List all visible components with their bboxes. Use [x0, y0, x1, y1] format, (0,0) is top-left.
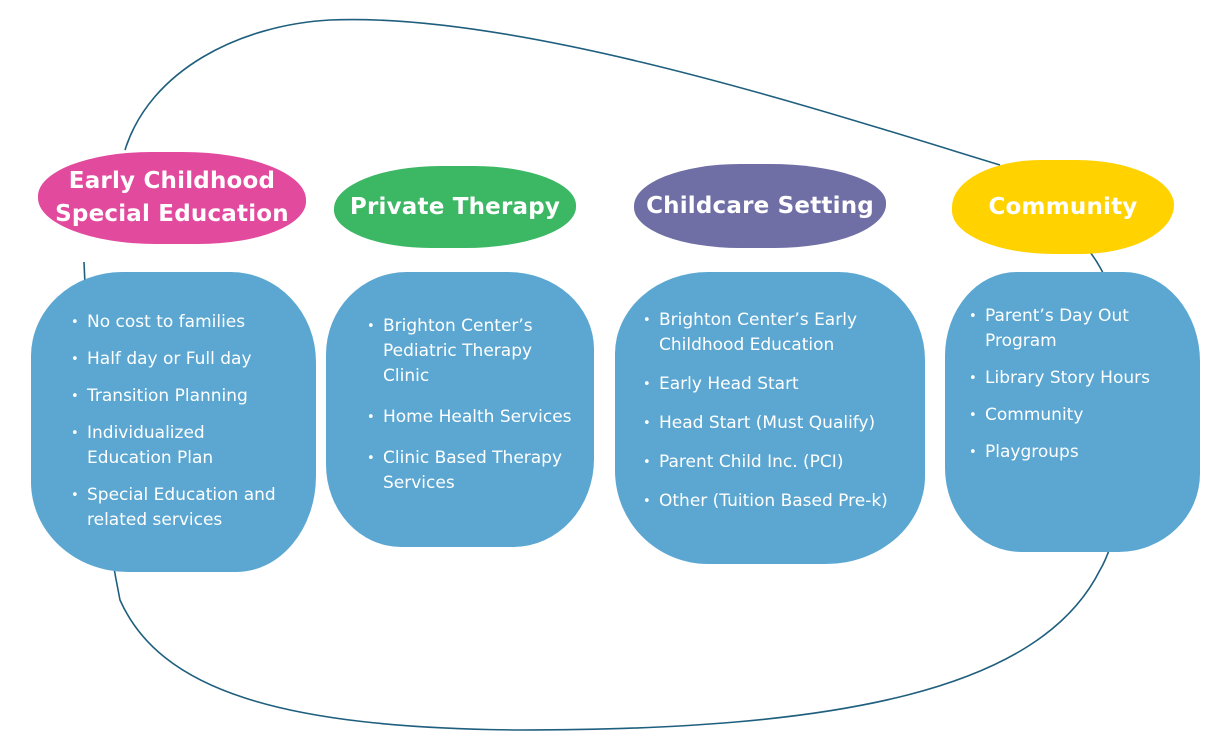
list-item: Home Health Services	[367, 405, 594, 430]
list-item: Other (Tuition Based Pre-k)	[643, 489, 925, 514]
header-private-therapy: Private Therapy	[334, 166, 576, 248]
header-line: Community	[988, 193, 1138, 220]
list-item: Parent Child Inc. (PCI)	[643, 450, 925, 475]
header-line: Special Education	[55, 201, 289, 227]
header-community: Community	[952, 160, 1174, 254]
list-item: Early Head Start	[643, 372, 925, 397]
list-item: Half day or Full day	[71, 347, 316, 372]
list-item: No cost to families	[71, 310, 316, 335]
header-line: Childcare Setting	[646, 192, 874, 219]
list-item: Head Start (Must Qualify)	[643, 411, 925, 436]
list-item: Transition Planning	[71, 384, 316, 409]
header-line: Early Childhood	[68, 168, 276, 194]
header-line: Private Therapy	[349, 193, 561, 220]
list-item: Community	[969, 403, 1200, 428]
header-childcare-setting: Childcare Setting	[634, 164, 886, 248]
list-item: Library Story Hours	[969, 366, 1200, 391]
header-early-childhood-special-education: Early Childhood Special Education	[38, 152, 306, 244]
list-item: Playgroups	[969, 440, 1200, 465]
card-early-childhood-special-education: No cost to families Half day or Full day…	[31, 272, 316, 572]
